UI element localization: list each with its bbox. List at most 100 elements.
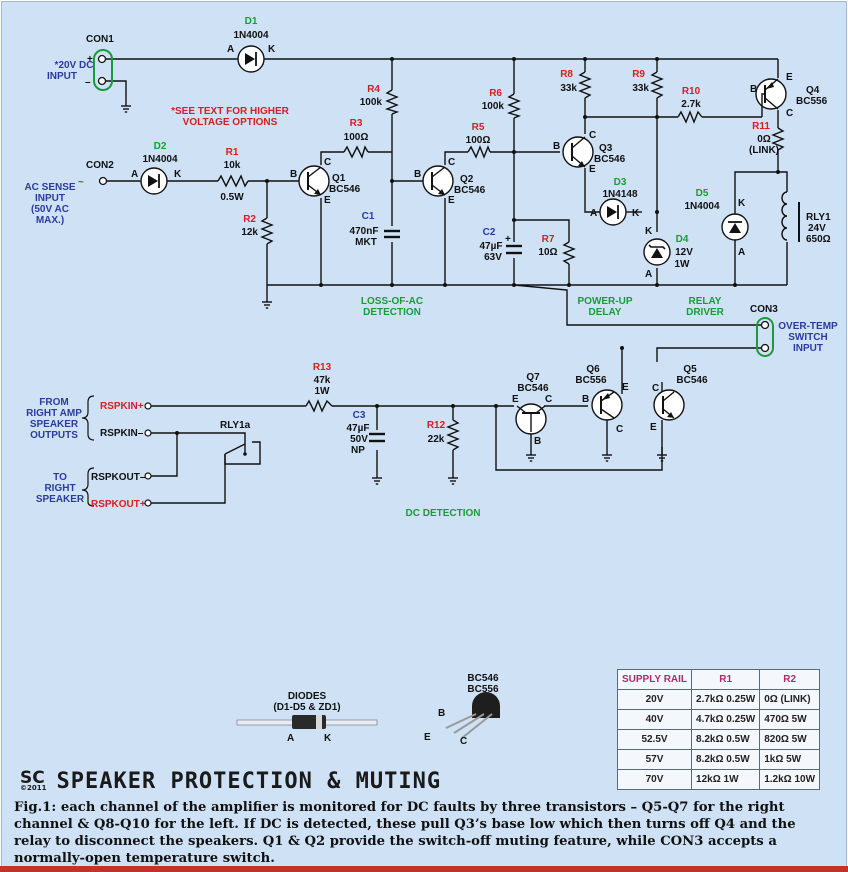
con1-minus: – xyxy=(85,77,91,88)
table-header-r2: R2 xyxy=(759,669,821,690)
r12-value: 22k xyxy=(428,434,445,445)
rspkout-plus-label: RSPKOUT+ xyxy=(91,499,146,510)
to-speaker-label-line1: TO xyxy=(53,472,67,483)
q7-transistor: E C B Q7 BC546 xyxy=(512,372,552,462)
r4-value: 100k xyxy=(360,97,383,108)
q6-emitter-label: E xyxy=(622,382,629,393)
d4-cathode: K xyxy=(645,226,653,237)
r9-resistor: R9 33k xyxy=(632,69,664,99)
table-cell-rail: 40V xyxy=(616,709,693,730)
wiring xyxy=(106,58,788,504)
c2-capacitor: + C2 47µF 63V xyxy=(480,227,522,263)
r4-ref: R4 xyxy=(367,84,380,95)
diodes-pinout-label-line2: (D1-D5 & ZD1) xyxy=(273,702,340,713)
r4-resistor: R4 100k xyxy=(360,84,400,115)
d1-ref: D1 xyxy=(245,16,258,27)
table-cell-r1: 12kΩ 1W xyxy=(691,769,761,790)
d2-part: 1N4004 xyxy=(142,154,177,165)
r13-ref: R13 xyxy=(313,362,332,373)
con3-label-line3: INPUT xyxy=(793,343,823,354)
loss-of-ac-label-line1: LOSS-OF-AC xyxy=(361,296,423,307)
rly1-ref: RLY1 xyxy=(806,212,831,223)
r8-resistor: R8 33k xyxy=(560,69,592,99)
d5-part: 1N4004 xyxy=(684,201,719,212)
q1-part: BC546 xyxy=(329,184,361,195)
d1-cathode: K xyxy=(268,44,276,55)
d2-diode: D2 1N4004 A K xyxy=(131,141,182,195)
r6-resistor: R6 100k xyxy=(482,88,522,119)
r11-resistor: R11 0Ω (LINK) xyxy=(749,121,785,156)
q2-base-label: B xyxy=(414,169,421,180)
q6-part: BC556 xyxy=(575,375,607,386)
table-header-supply-rail: SUPPLY RAIL xyxy=(616,669,693,690)
r8-ref: R8 xyxy=(560,69,573,80)
con2-label-line3: (50V AC xyxy=(31,204,69,215)
c3-value: 47µF xyxy=(347,423,370,434)
q2-ref: Q2 xyxy=(460,174,474,185)
d1-anode: A xyxy=(227,44,234,55)
table-row: 40V 4.7kΩ 0.25W 470Ω 5W xyxy=(616,709,821,730)
r5-ref: R5 xyxy=(472,122,485,133)
r1-power: 0.5W xyxy=(220,192,244,203)
d3-anode: A xyxy=(590,208,597,219)
q4-transistor: B E C Q4 BC556 xyxy=(750,72,828,119)
transistor-pinout-emitter: E xyxy=(424,732,431,743)
q5-transistor: C E Q5 BC546 xyxy=(650,364,708,462)
table-row: 52.5V 8.2kΩ 0.5W 820Ω 5W xyxy=(616,729,821,750)
con2-connector: CON2 ~ AC SENSE INPUT (50V AC MAX.) xyxy=(24,160,114,226)
r3-value: 100Ω xyxy=(344,132,369,143)
diode-pinout-anode: A xyxy=(287,733,294,744)
c2-ref: C2 xyxy=(483,227,496,238)
r13-resistor: R13 47k 1W xyxy=(305,362,333,413)
q2-transistor: B C E Q2 BC546 xyxy=(414,157,486,206)
q6-transistor: B E C Q6 BC556 xyxy=(575,364,629,462)
d3-part: 1N4148 xyxy=(602,189,637,200)
d4-value1: 12V xyxy=(675,247,693,258)
table-cell-r1: 8.2kΩ 0.5W xyxy=(691,749,761,770)
table-row: 70V 12kΩ 1W 1.2kΩ 10W xyxy=(616,769,821,790)
table-cell-r2: 820Ω 5W xyxy=(759,729,821,750)
r11-value: 0Ω xyxy=(757,134,771,145)
con3-connector: CON3 OVER-TEMP SWITCH INPUT xyxy=(750,304,838,357)
r11-ref: R11 xyxy=(752,121,770,132)
q4-collector-label: C xyxy=(786,108,793,119)
con2-ref: CON2 xyxy=(86,160,114,171)
from-amp-label-line4: OUTPUTS xyxy=(30,430,78,441)
page-title: SPEAKER PROTECTION & MUTING xyxy=(56,768,442,794)
q4-part: BC556 xyxy=(796,96,828,107)
r6-ref: R6 xyxy=(489,88,502,99)
d2-cathode: K xyxy=(174,169,182,180)
d4-anode: A xyxy=(645,269,652,280)
d2-anode: A xyxy=(131,169,138,180)
r6-value: 100k xyxy=(482,101,505,112)
r2-ref: R2 xyxy=(243,214,256,225)
q4-base-label: B xyxy=(750,84,757,95)
r13-value: 47k xyxy=(314,375,331,386)
q7-collector-label: C xyxy=(545,394,552,405)
c1-value: 470nF xyxy=(350,226,379,237)
c1-ref: C1 xyxy=(362,211,375,222)
rspkout-minus-label: RSPKOUT– xyxy=(91,472,146,483)
circuit-schematic: CON1 + – *20V DC INPUT D1 1N4004 A K *SE… xyxy=(24,16,838,747)
table-cell-r2: 470Ω 5W xyxy=(759,709,821,730)
power-up-label-line2: DELAY xyxy=(589,307,622,318)
r7-value: 10Ω xyxy=(538,247,557,258)
r11-note: (LINK) xyxy=(749,145,779,156)
loss-of-ac-label-line2: DETECTION xyxy=(363,307,421,318)
r5-resistor: R5 100Ω xyxy=(466,122,491,159)
r10-ref: R10 xyxy=(682,86,701,97)
con1-label-line2: INPUT xyxy=(47,71,77,82)
relay-driver-label-line1: RELAY xyxy=(689,296,722,307)
q6-base-label: B xyxy=(582,394,589,405)
q6-ref: Q6 xyxy=(586,364,600,375)
r1-resistor: R1 10k 0.5W xyxy=(217,147,249,203)
q1-base-label: B xyxy=(290,169,297,180)
r13-power: 1W xyxy=(315,386,331,397)
r7-resistor: R7 10Ω xyxy=(538,234,576,265)
c3-type: NP xyxy=(351,445,365,456)
con1-connector: CON1 + – *20V DC INPUT xyxy=(47,34,132,113)
q2-emitter-label: E xyxy=(448,195,455,206)
table-cell-r2: 1kΩ 5W xyxy=(759,749,821,770)
